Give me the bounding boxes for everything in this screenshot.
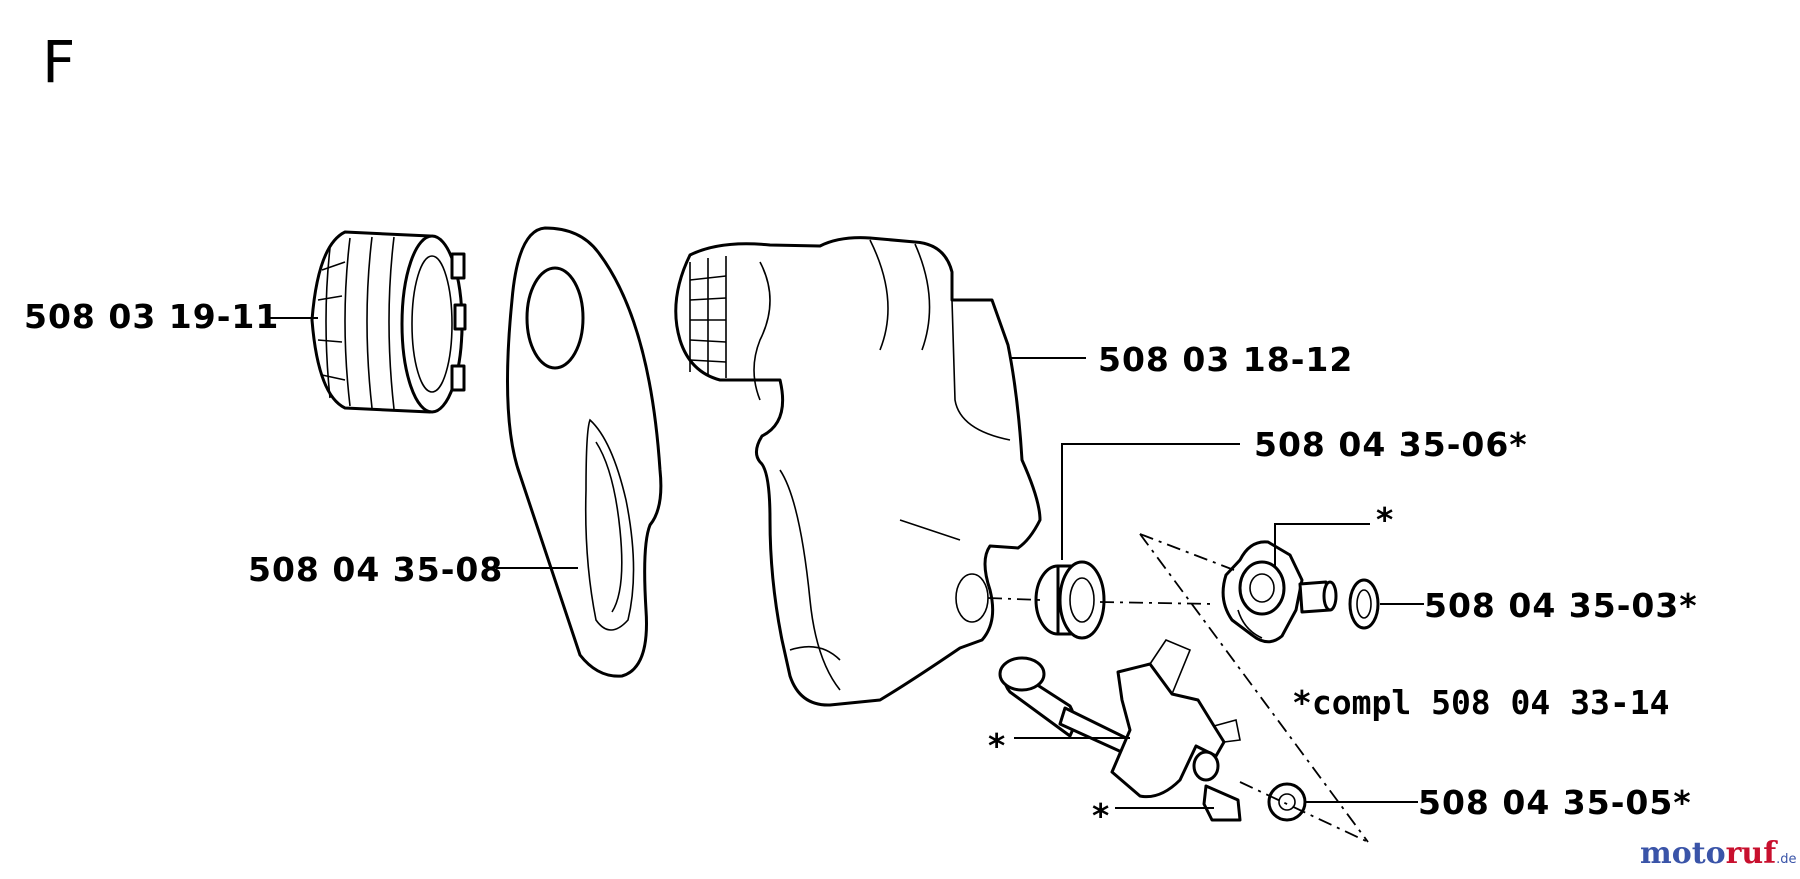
section-letter: F: [42, 28, 76, 96]
asterisk-pump: *: [1376, 500, 1394, 539]
nut-part: [312, 232, 465, 412]
assembly-bracket-bottom: [1240, 782, 1368, 842]
label-bushing: 508 04 35-06*: [1254, 425, 1528, 464]
leader-bushing: [1062, 444, 1240, 560]
label-assembly: *compl 508 04 33-14: [1292, 683, 1670, 722]
label-cover-plate: 508 04 35-08: [248, 550, 504, 589]
leader-pump: [1275, 524, 1370, 566]
label-o-ring: 508 04 35-03*: [1424, 586, 1698, 625]
housing-part: [676, 238, 1040, 705]
watermark-red: ruf: [1725, 836, 1777, 871]
adjuster-part: [1000, 640, 1240, 820]
asterisk-arm: *: [1092, 796, 1110, 835]
pump-part: [1223, 542, 1336, 642]
assembly-bracket: [1140, 534, 1368, 842]
washer-part: [1269, 784, 1305, 820]
o-ring-part: [1350, 580, 1378, 628]
assembly-bracket-top: [1140, 534, 1234, 570]
label-housing: 508 03 18-12: [1098, 340, 1354, 379]
watermark-blue: moto: [1640, 836, 1726, 871]
label-nut: 508 03 19-11: [24, 297, 280, 336]
watermark-logo: motoruf.de: [1640, 836, 1797, 871]
axis-line-main: [988, 598, 1214, 604]
bushing-part: [1036, 562, 1104, 638]
label-washer: 508 04 35-05*: [1418, 783, 1692, 822]
asterisk-lever: *: [988, 726, 1006, 765]
cover-plate-part: [508, 228, 661, 676]
watermark-suffix: .de: [1776, 852, 1797, 867]
